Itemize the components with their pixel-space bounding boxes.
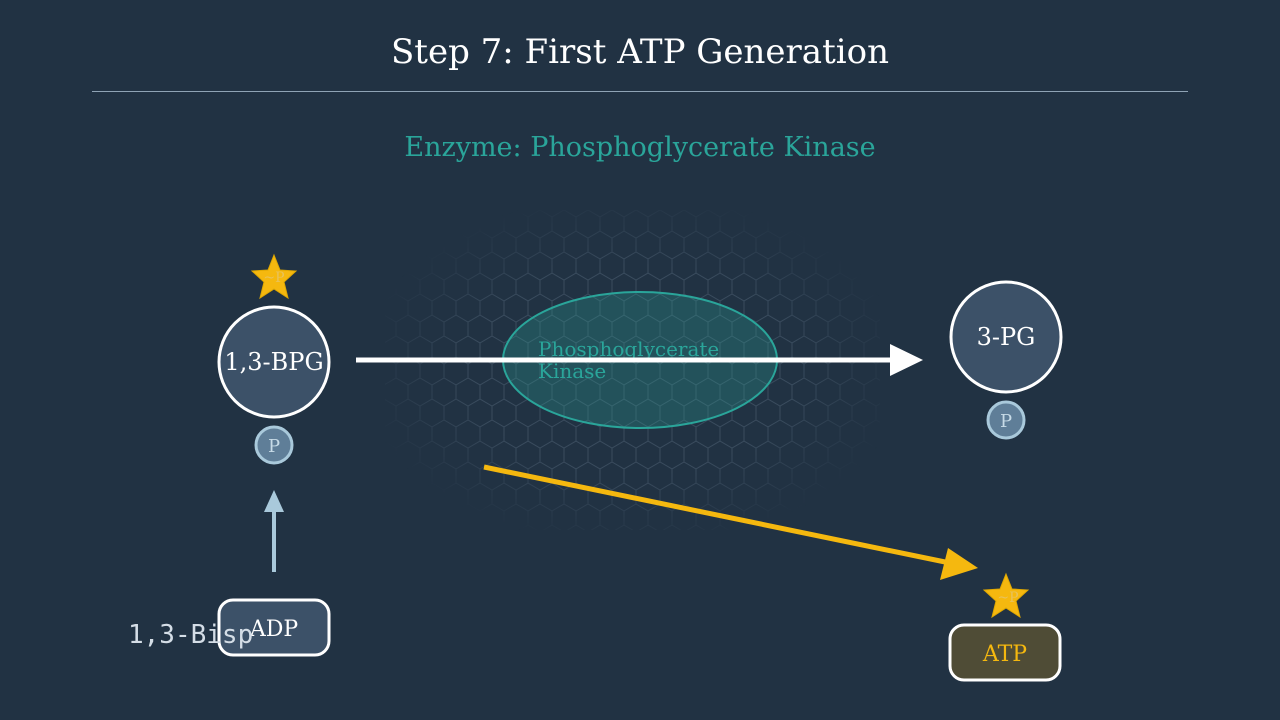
enzyme-blob-label-2: Kinase	[538, 359, 606, 383]
svg-text:~P: ~P	[263, 270, 284, 286]
high-energy-phosphate-star-icon: ~P	[250, 253, 298, 300]
phosphate-transfer-arrow	[264, 490, 284, 572]
svg-text:~P: ~P	[997, 590, 1018, 606]
product-3-pg: 3-PG	[949, 280, 1063, 394]
atp-label: ATP	[982, 642, 1027, 667]
substrate-1-3-bpg: 1,3-BPG	[217, 305, 331, 419]
substrate-label: 1,3-BPG	[224, 348, 323, 376]
protein-hex-pattern	[385, 210, 880, 530]
svg-text:P: P	[268, 436, 280, 457]
energy-transfer-arrow	[483, 464, 978, 580]
title-divider	[92, 91, 1188, 92]
enzyme-blob-label-1: Phosphoglycerate	[538, 337, 719, 361]
enzyme-heading: Enzyme: Phosphoglycerate Kinase	[404, 132, 876, 163]
typed-caption: 1,3-Bisp	[128, 620, 254, 650]
main-reaction-arrow	[356, 344, 923, 376]
atp-star-icon: ~P	[982, 572, 1030, 619]
adp-label: ADP	[249, 617, 299, 642]
atp-box: ATP	[948, 623, 1062, 682]
product-label: 3-PG	[977, 323, 1036, 351]
svg-text:P: P	[1000, 411, 1012, 432]
adp-box: ADP	[217, 598, 331, 657]
substrate-phosphate: P	[254, 425, 294, 465]
product-phosphate: P	[986, 400, 1026, 440]
page-title: Step 7: First ATP Generation	[391, 32, 889, 72]
